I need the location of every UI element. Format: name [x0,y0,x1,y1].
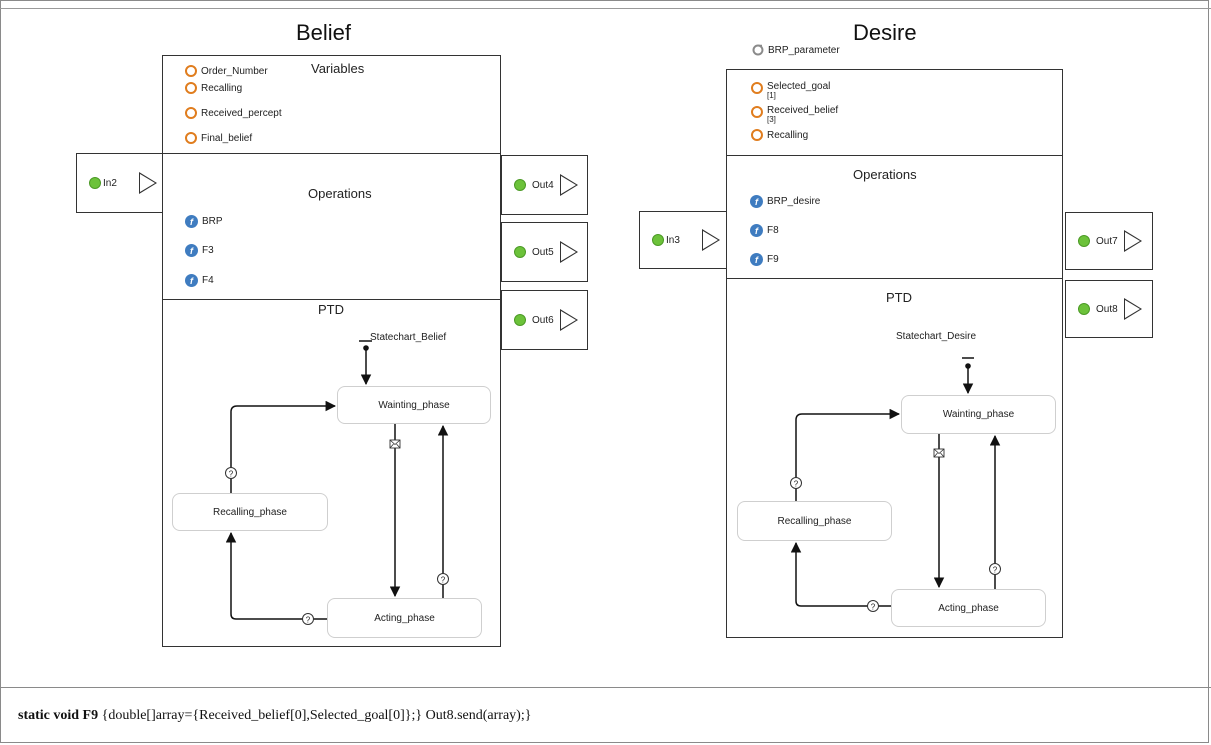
belief-edge-acting-to-recalling [225,531,327,625]
port-arrow-icon [138,172,157,194]
desire-variable-recalling[interactable]: Recalling [751,129,808,141]
function-icon: f [185,244,198,257]
desire-parameter[interactable]: BRP_parameter [752,44,840,56]
desire-state-recalling[interactable]: Recalling_phase [737,501,892,541]
belief-divider-2 [162,299,501,300]
belief-ptd-label: PTD [318,302,344,317]
port-dot-icon [514,314,526,326]
desire-state-acting[interactable]: Acting_phase [891,589,1046,627]
desire-in-port[interactable]: In3 [639,211,727,269]
top-border [0,8,1211,9]
variable-icon [185,65,197,77]
port-arrow-icon [1123,230,1142,252]
variable-icon [185,107,197,119]
question-mark-icon [225,467,237,479]
code-snippet: static void F9 {double[]array={Received_… [18,708,531,724]
belief-divider-1 [162,153,501,154]
variable-icon [751,106,763,118]
belief-variable-received-percept[interactable]: Received_percept [185,107,282,119]
desire-operations-label: Operations [853,167,917,182]
port-dot-icon [1078,303,1090,315]
port-dot-icon [514,246,526,258]
variable-icon [751,82,763,94]
belief-statechart-label: Statechart_Belief [370,332,447,343]
envelope-icon [389,439,401,449]
desire-initial-transition [962,357,974,395]
question-mark-icon [989,563,1001,575]
desire-edge-acting-to-waiting [989,434,1001,589]
belief-variable-final-belief[interactable]: Final_belief [185,132,252,144]
variable-icon [185,82,197,94]
function-icon: f [185,274,198,287]
belief-out-port-5[interactable]: Out5 [501,222,588,282]
port-dot-icon [1078,235,1090,247]
belief-in-port[interactable]: In2 [76,153,163,213]
function-icon: f [750,224,763,237]
port-arrow-icon [559,174,578,196]
belief-title: Belief [296,20,352,45]
question-mark-icon [437,573,449,585]
question-mark-icon [302,613,314,625]
function-icon: f [750,195,763,208]
belief-state-acting[interactable]: Acting_phase [327,598,482,638]
belief-out-port-6[interactable]: Out6 [501,290,588,350]
function-icon: f [750,253,763,266]
desire-title: Desire [853,20,917,45]
desire-edge-acting-to-recalling [790,541,891,612]
variable-icon [751,129,763,141]
desire-variable-received-belief[interactable]: Received_belief[3] [751,105,838,124]
desire-ptd-label: PTD [886,290,912,305]
desire-statechart-label: Statechart_Desire [896,331,977,342]
envelope-icon [933,448,945,458]
port-arrow-icon [559,241,578,263]
function-icon: f [185,215,198,228]
belief-variable-recalling[interactable]: Recalling [185,82,242,94]
desire-divider-2 [726,278,1063,279]
belief-state-waiting[interactable]: Wainting_phase [337,386,491,424]
port-dot-icon [89,177,101,189]
question-mark-icon [867,600,879,612]
port-arrow-icon [701,229,720,251]
belief-state-recalling[interactable]: Recalling_phase [172,493,328,531]
belief-operations-label: Operations [308,186,372,201]
belief-variable-order-number[interactable]: Order_Number [185,65,268,77]
belief-variables-label: Variables [311,61,365,76]
belief-initial-transition [359,340,372,386]
code-signature: static void F9 [18,708,99,723]
desire-edge-waiting-to-acting [933,434,945,589]
port-arrow-icon [1123,298,1142,320]
port-dot-icon [514,179,526,191]
desire-divider-1 [726,155,1063,156]
question-mark-icon [790,477,802,489]
belief-edge-recalling-to-waiting [225,400,337,493]
desire-block[interactable] [726,69,1063,638]
variable-icon [185,132,197,144]
belief-edge-acting-to-waiting [437,424,449,598]
desire-out-port-8[interactable]: Out8 [1065,280,1153,338]
port-dot-icon [652,234,664,246]
desire-edge-recalling-to-waiting [790,408,901,501]
belief-out-port-4[interactable]: Out4 [501,155,588,215]
code-separator [0,687,1211,688]
desire-state-waiting[interactable]: Wainting_phase [901,395,1056,434]
desire-out-port-7[interactable]: Out7 [1065,212,1153,270]
parameter-gear-icon [752,44,764,56]
desire-variable-selected-goal[interactable]: Selected_goal[1] [751,81,830,100]
port-arrow-icon [559,309,578,331]
code-body: {double[]array={Received_belief[0],Selec… [101,708,532,723]
belief-edge-waiting-to-acting [389,424,401,598]
